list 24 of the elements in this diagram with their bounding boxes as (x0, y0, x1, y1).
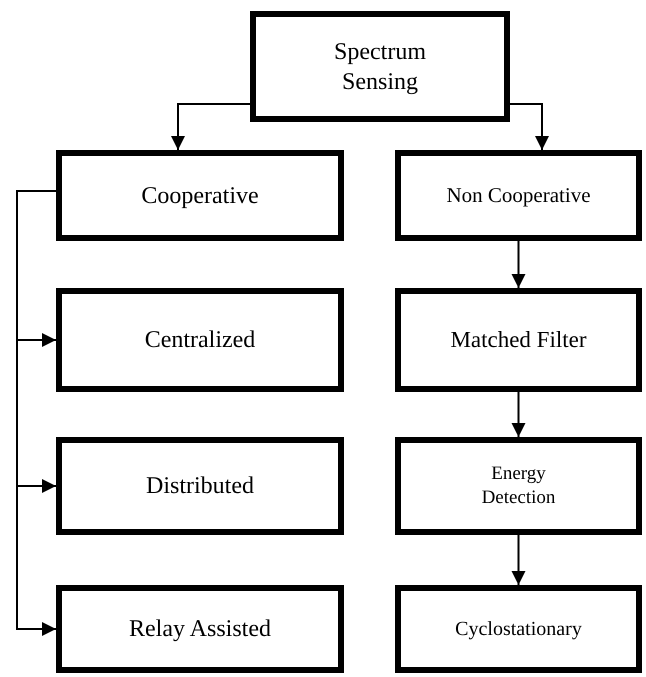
process-box (395, 585, 642, 673)
arrow (512, 392, 526, 437)
box-label: Spectrum Sensing (333, 38, 427, 96)
process-box (56, 288, 344, 392)
box-label: Centralized (144, 326, 256, 355)
box-label: Relay Assisted (129, 615, 271, 644)
box-label: Non Cooperative (446, 182, 591, 209)
process-box (56, 585, 344, 673)
box-label: Cooperative (141, 182, 259, 210)
arrow (512, 535, 526, 585)
box-label: Distributed (146, 472, 254, 501)
arrow (16, 190, 56, 636)
process-box (395, 288, 642, 392)
process-box (56, 150, 344, 241)
process-box (56, 437, 344, 535)
arrow (510, 103, 549, 150)
process-box (395, 150, 642, 241)
box-label: Cyclostationary (455, 616, 582, 642)
arrow (512, 241, 526, 288)
process-box (395, 437, 642, 535)
box-label: Matched Filter (450, 326, 587, 354)
box-label: Energy Detection (480, 462, 556, 510)
arrow (171, 103, 250, 150)
process-box (250, 11, 510, 122)
